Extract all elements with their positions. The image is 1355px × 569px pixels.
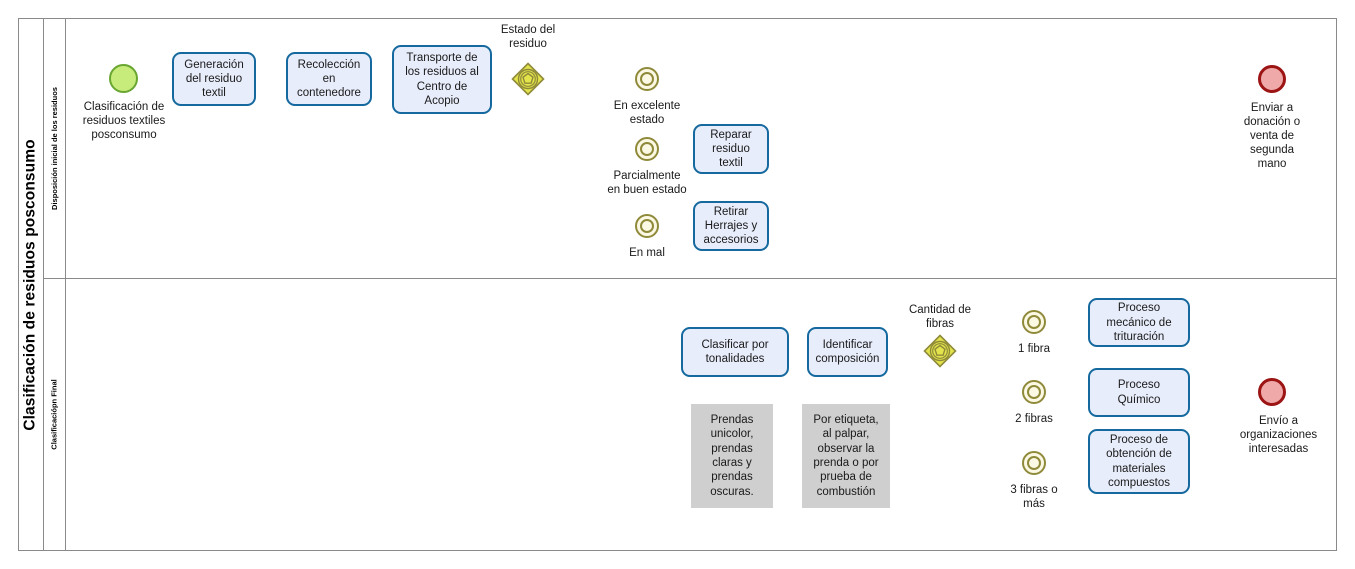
lane-title-clasificacion: Clasificaciópn Final bbox=[44, 278, 66, 551]
task-transporte[interactable]: Transporte de los residuos al Centro de … bbox=[392, 45, 492, 114]
event-inner-ring bbox=[1027, 315, 1041, 329]
annotation-composicion: Por etiqueta, al palpar, observar la pre… bbox=[802, 404, 890, 508]
gateway-estado[interactable] bbox=[511, 62, 545, 96]
end-event-organizaciones[interactable] bbox=[1258, 378, 1286, 406]
event-inner-ring bbox=[1027, 385, 1041, 399]
task-reparar[interactable]: Reparar residuo textil bbox=[693, 124, 769, 174]
lane-title-clasificacion-label: Clasificaciópn Final bbox=[50, 379, 59, 450]
end-event-donacion-label: Enviar a donación o venta de segunda man… bbox=[1243, 102, 1301, 171]
gateway-fibras-label: Cantidad de fibras bbox=[908, 304, 972, 331]
task-recoleccion[interactable]: Recolección en contenedore bbox=[286, 52, 372, 106]
task-quimico[interactable]: Proceso Químico bbox=[1088, 368, 1190, 417]
branch-label-3fibras: 3 fibras o más bbox=[1010, 484, 1058, 511]
event-inner-ring bbox=[640, 219, 654, 233]
branch-label-parcial: Parcialmente en buen estado bbox=[607, 170, 687, 197]
task-identificar[interactable]: Identificar composición bbox=[807, 327, 888, 377]
task-retirar[interactable]: Retirar Herrajes y accesorios bbox=[693, 201, 769, 251]
pool-title-label: Clasificación de residuos posconsumo bbox=[21, 138, 39, 431]
gateway-fibras[interactable] bbox=[923, 334, 957, 368]
task-compuestos[interactable]: Proceso de obtención de materiales compu… bbox=[1088, 429, 1190, 494]
pool-title: Clasificación de residuos posconsumo bbox=[18, 18, 44, 551]
lane-title-disposicion-label: Disposición inicial de los residuos bbox=[50, 86, 60, 210]
start-event[interactable] bbox=[109, 64, 138, 93]
end-event-donacion[interactable] bbox=[1258, 65, 1286, 93]
lane-divider bbox=[44, 278, 1337, 279]
task-generacion[interactable]: Generación del residuo textil bbox=[172, 52, 256, 106]
branch-label-2fibras: 2 fibras bbox=[1015, 413, 1053, 425]
intermediate-event-excelente[interactable] bbox=[635, 67, 659, 91]
gateway-estado-label: Estado del residuo bbox=[500, 24, 556, 51]
intermediate-event-mal[interactable] bbox=[635, 214, 659, 238]
task-mecanico[interactable]: Proceso mecánico de trituración bbox=[1088, 298, 1190, 347]
intermediate-event-2fibras[interactable] bbox=[1022, 380, 1046, 404]
lane-title-disposicion: Disposición inicial de los residuos bbox=[44, 18, 66, 278]
start-event-label: Clasificación de residuos textiles posco… bbox=[82, 101, 166, 142]
branch-label-excelente: En excelente estado bbox=[613, 100, 681, 127]
event-inner-ring bbox=[640, 72, 654, 86]
event-inner-ring bbox=[640, 142, 654, 156]
intermediate-event-1fibra[interactable] bbox=[1022, 310, 1046, 334]
event-inner-ring bbox=[1027, 456, 1041, 470]
branch-label-1fibra: 1 fibra bbox=[1018, 343, 1050, 355]
end-event-organizaciones-label: Envío a organizaciones interesadas bbox=[1239, 415, 1318, 456]
intermediate-event-parcial[interactable] bbox=[635, 137, 659, 161]
branch-label-mal: En mal bbox=[629, 247, 665, 259]
annotation-tonalidades: Prendas unicolor, prendas claras y prend… bbox=[691, 404, 773, 508]
task-clasificar[interactable]: Clasificar por tonalidades bbox=[681, 327, 789, 377]
intermediate-event-3fibras[interactable] bbox=[1022, 451, 1046, 475]
